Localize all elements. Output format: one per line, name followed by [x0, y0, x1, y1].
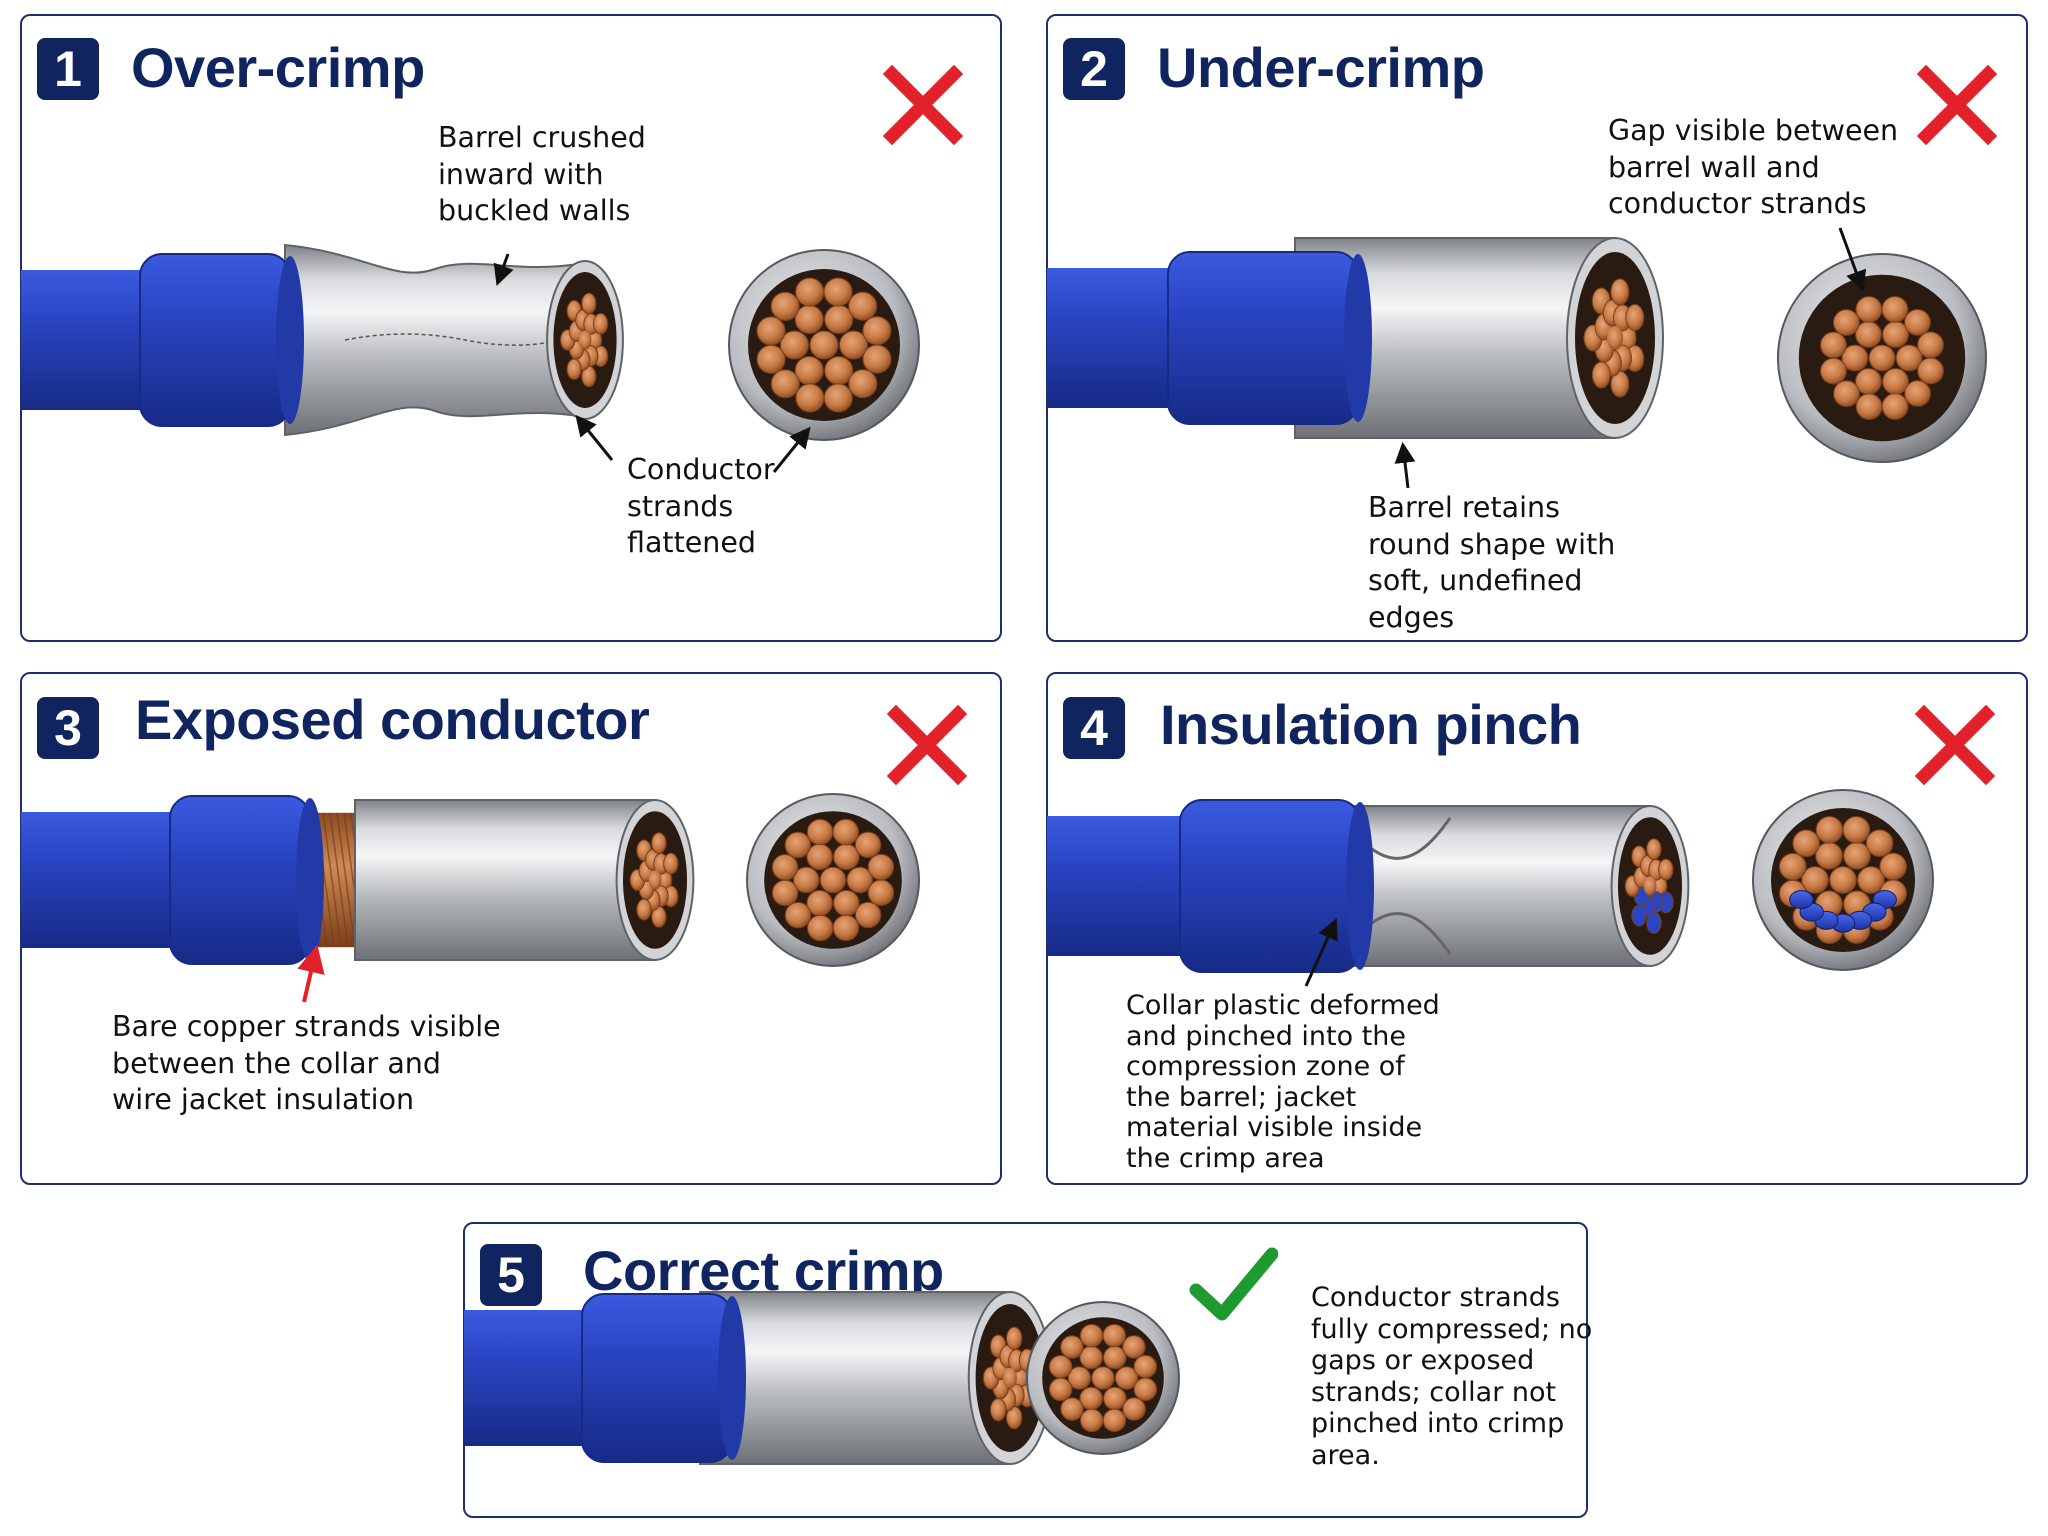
callout-line: between the collar and: [112, 1046, 501, 1083]
callout-line: strands; collar not: [1311, 1377, 1592, 1409]
panel-title: Under-crimp: [1157, 35, 1484, 100]
x-mark-icon: [1912, 60, 2002, 150]
callout-line: the crimp area: [1126, 1144, 1440, 1175]
callout-line: Conductor: [627, 452, 775, 489]
callout-line: Barrel retains: [1368, 490, 1615, 527]
callout-line: conductor strands: [1608, 186, 1898, 223]
callout-line: the barrel; jacket: [1126, 1083, 1440, 1114]
panel-number-badge: 1: [37, 38, 99, 100]
callout-line: Conductor strands: [1311, 1282, 1592, 1314]
callout-line: strands: [627, 489, 775, 526]
panel-title: Over-crimp: [131, 35, 425, 100]
callout-line: buckled walls: [438, 193, 646, 230]
callout-line: material visible inside: [1126, 1113, 1440, 1144]
callout-line: and pinched into the: [1126, 1022, 1440, 1053]
x-mark-icon: [878, 60, 968, 150]
callout-line: compression zone of: [1126, 1052, 1440, 1083]
panel-number-badge: 5: [480, 1244, 542, 1306]
callout-line: area.: [1311, 1440, 1592, 1472]
callout-line: round shape with: [1368, 527, 1615, 564]
callout-line: wire jacket insulation: [112, 1082, 501, 1119]
panel-number-badge: 3: [37, 697, 99, 759]
panel-title: Insulation pinch: [1160, 692, 1581, 757]
callout-line: edges: [1368, 600, 1615, 637]
panel-number-badge: 4: [1063, 697, 1125, 759]
callout-line: Bare copper strands visible: [112, 1009, 501, 1046]
callout-line: barrel wall and: [1608, 150, 1898, 187]
callout-line: soft, undefined: [1368, 563, 1615, 600]
panel-1: [20, 14, 1002, 642]
panel-title: Exposed conductor: [135, 687, 649, 752]
callout-line: fully compressed; no: [1311, 1314, 1592, 1346]
x-mark-icon: [1910, 700, 2000, 790]
callout-line: Collar plastic deformed: [1126, 991, 1440, 1022]
callout-line: pinched into crimp: [1311, 1408, 1592, 1440]
callout-line: inward with: [438, 157, 646, 194]
x-mark-icon: [882, 700, 972, 790]
callout-line: flattened: [627, 525, 775, 562]
callout-line: gaps or exposed: [1311, 1345, 1592, 1377]
panel-number-badge: 2: [1063, 38, 1125, 100]
check-mark-icon: [1188, 1240, 1278, 1330]
callout-line: Gap visible between: [1608, 113, 1898, 150]
callout-line: Barrel crushed: [438, 120, 646, 157]
panel-title: Correct crimp: [583, 1238, 944, 1303]
